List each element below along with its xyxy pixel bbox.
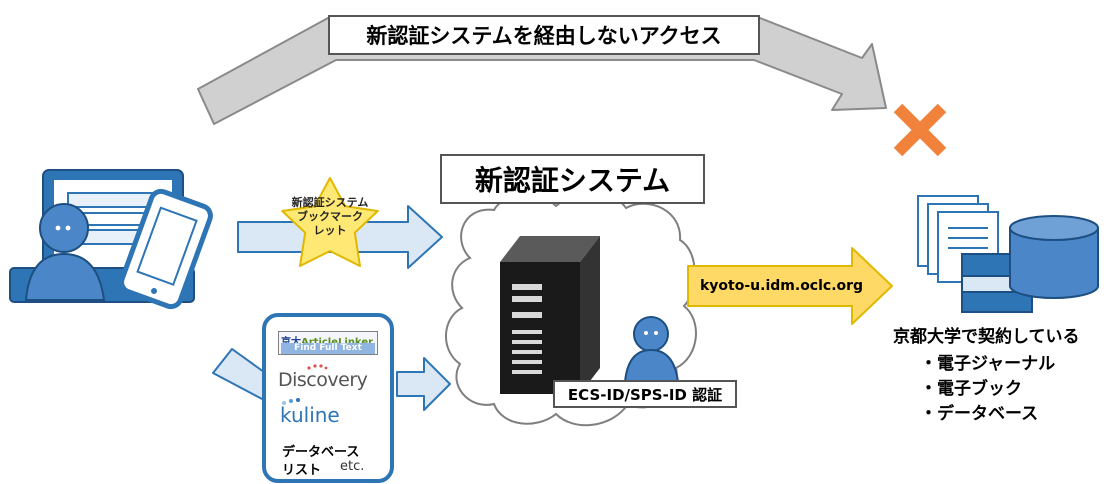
bookmarklet-line: 新認証システム [291, 196, 369, 209]
proxy-url-text: kyoto-u.idm.oclc.org [700, 278, 864, 294]
database-list-line2: リスト [282, 463, 322, 478]
kuline-logo[interactable]: kuline [280, 403, 340, 427]
tools-incoming-arrow [212, 348, 265, 401]
discovery-dots-icon [307, 364, 328, 370]
database-list-line1: データベース [282, 445, 360, 460]
bookmarklet-line: レット [313, 224, 347, 237]
bookmarklet-line: ブックマーク [297, 210, 363, 223]
contract-item-database: ・データベース [920, 404, 1039, 424]
auth-system-title: 新認証システム [440, 154, 705, 204]
operator-person-icon [623, 316, 680, 383]
documents-icon [917, 195, 1033, 313]
bypass-access-label: 新認証システムを経由しないアクセス [328, 15, 760, 55]
find-full-text-label: Find Full Text [281, 343, 375, 354]
article-linker-logo[interactable]: 京大ArticleLinker Find Full Text [278, 331, 378, 355]
article-linker-prefix: 京大 [281, 337, 301, 348]
database-icon [1009, 215, 1099, 299]
article-linker-brand: ArticleLinker [301, 337, 373, 348]
id-auth-label: ECS-ID/SPS-ID 認証 [553, 380, 737, 408]
proxy-url-arrow [687, 247, 893, 325]
contract-item-ejournal: ・電子ジャーナル [920, 354, 1056, 374]
tools-to-system-arrow [396, 357, 451, 411]
article-linker-title: 京大ArticleLinker [281, 333, 373, 348]
user-with-devices-icon [9, 169, 213, 310]
database-list-etc: etc. [340, 459, 365, 474]
kuline-dots-icon [282, 398, 300, 405]
contract-title: 京都大学で契約している [893, 327, 1080, 347]
server-icon [500, 236, 600, 394]
contract-item-ebook: ・電子ブック [920, 379, 1022, 399]
bookmarklet-label: 新認証システム ブックマーク レット [278, 196, 382, 238]
star-badge-icon [281, 177, 379, 267]
cross-mark-icon [893, 103, 947, 157]
search-tools-panel: 京大ArticleLinker Find Full Text Discovery… [262, 313, 394, 483]
discovery-logo[interactable]: Discovery [278, 369, 368, 391]
